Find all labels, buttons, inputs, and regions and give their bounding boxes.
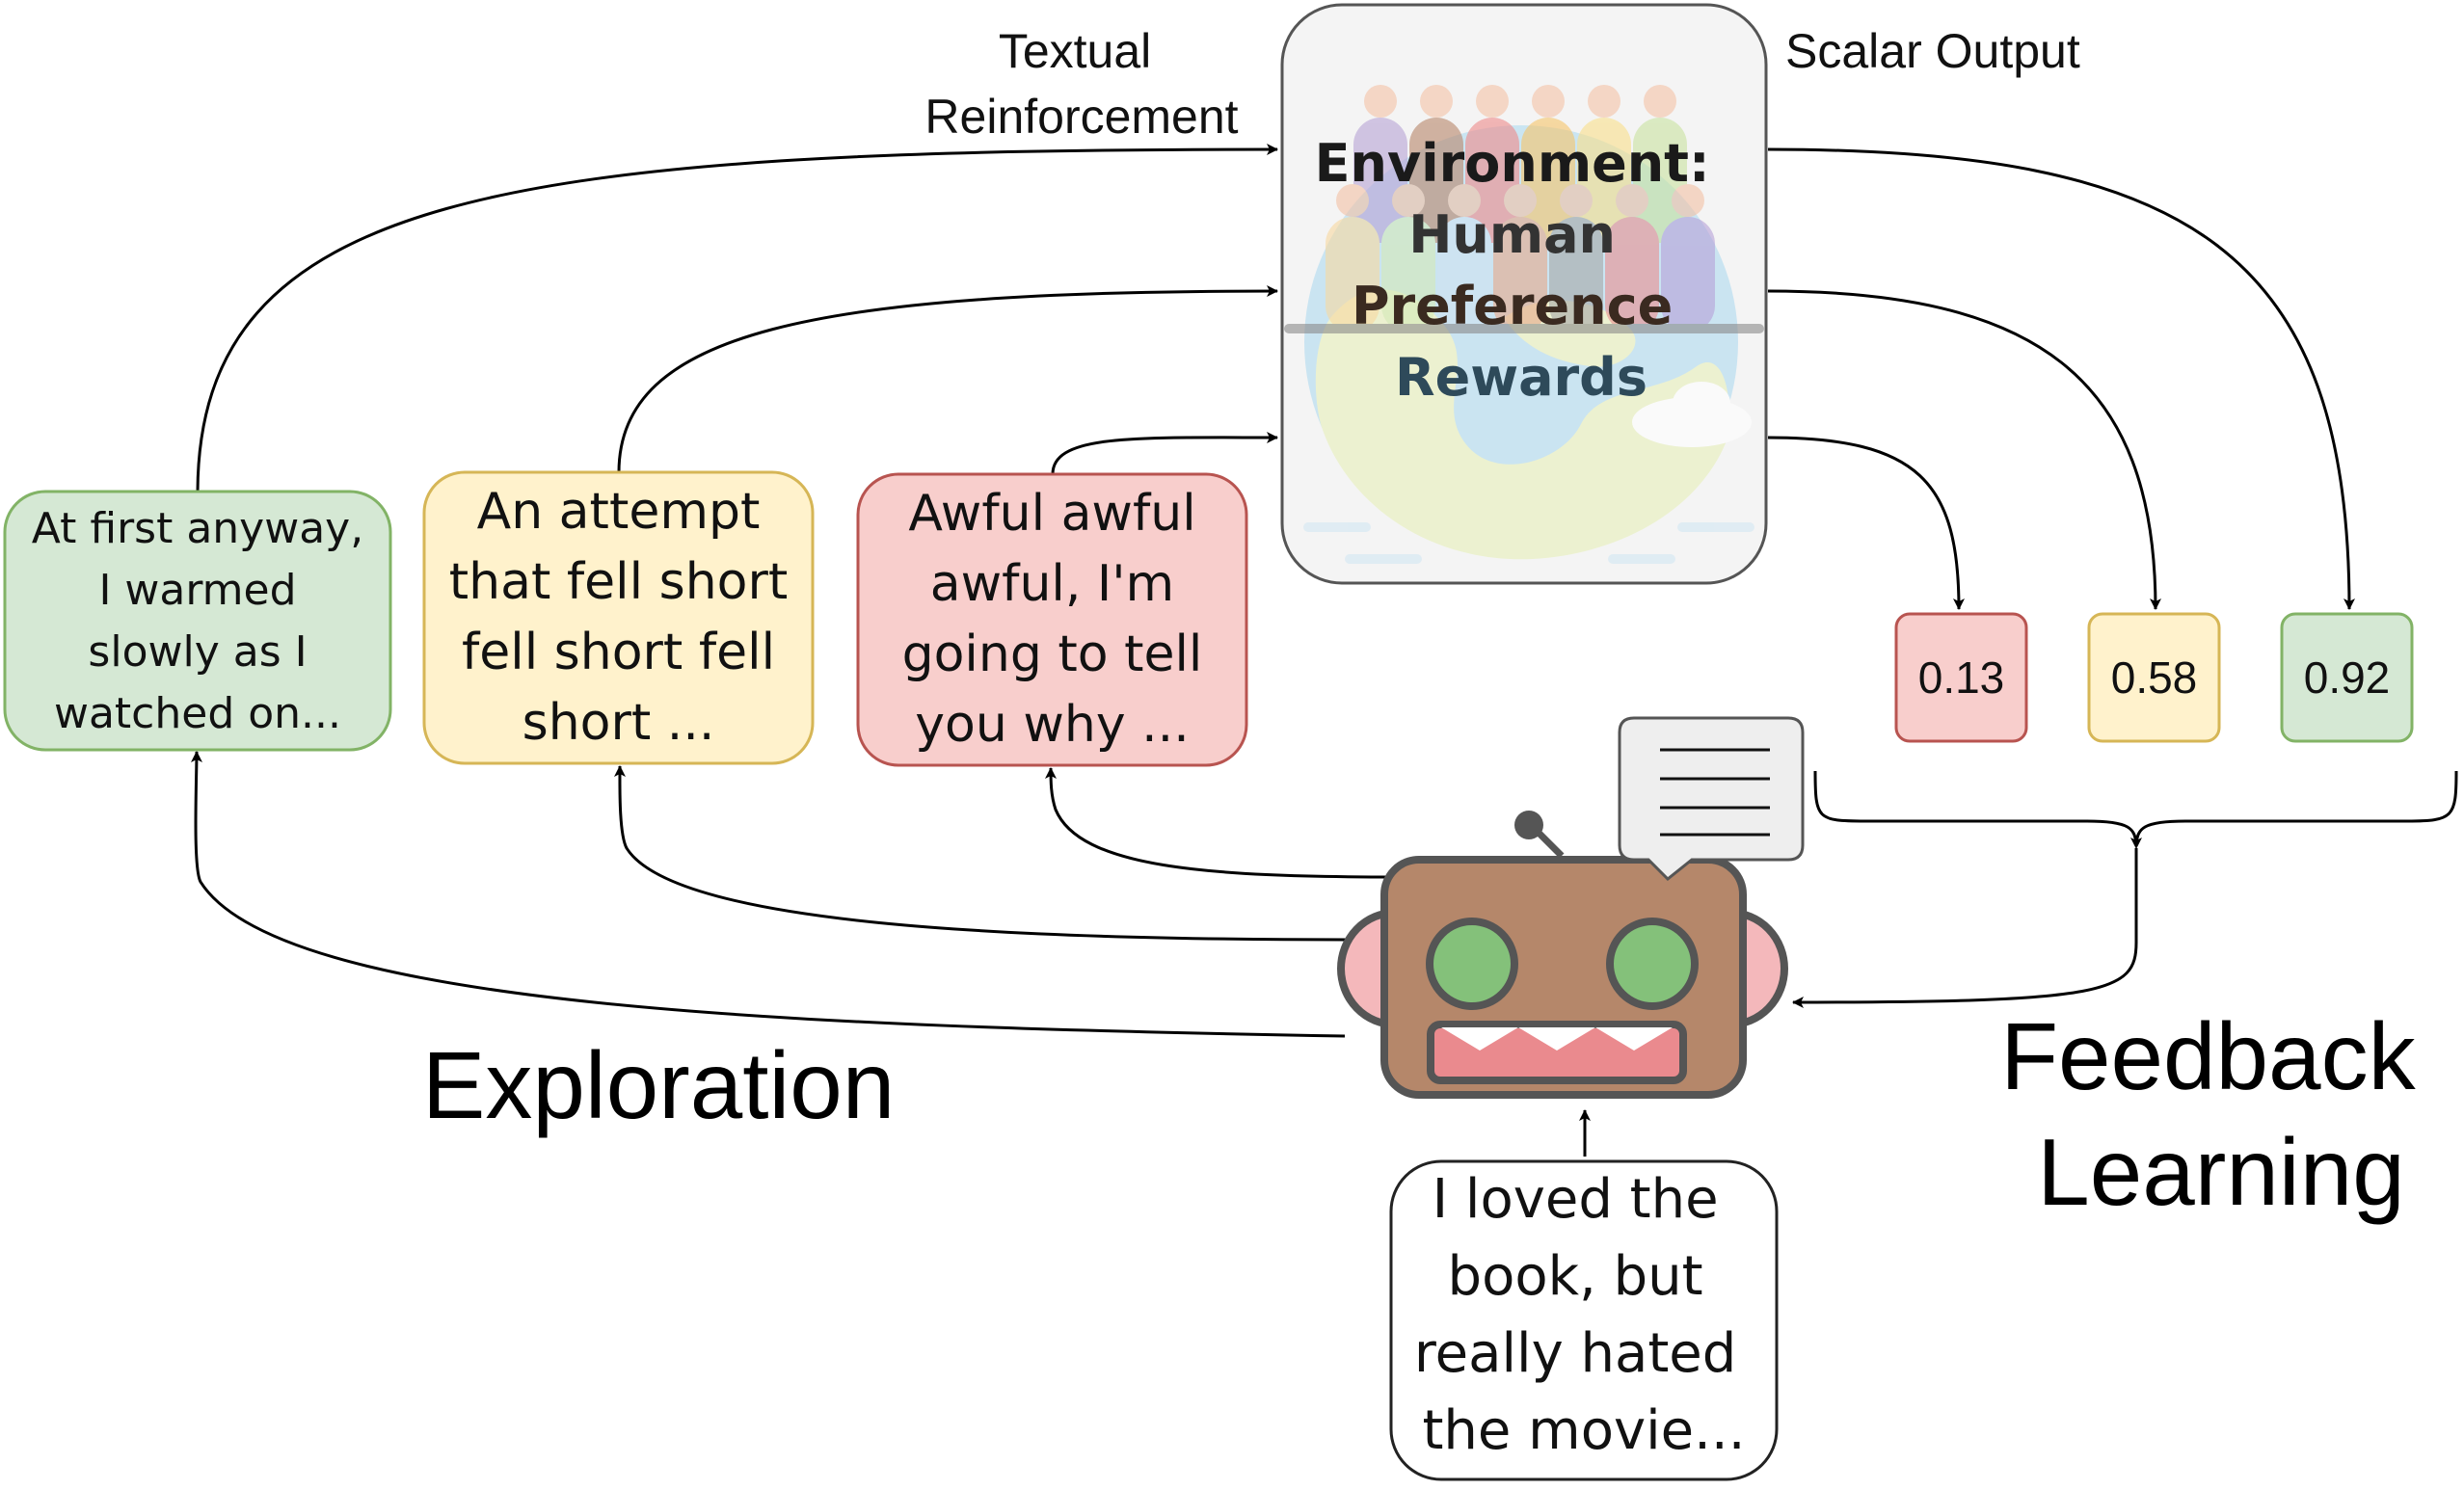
prompt-line: really hated xyxy=(1414,1322,1736,1385)
sample-line: I warmed xyxy=(98,566,296,615)
scalar-output-arrows xyxy=(1767,147,2355,610)
scalar-output-label: Scalar Output xyxy=(1785,24,2080,78)
speech-bubble-icon xyxy=(1618,716,1805,882)
sample-line: An attempt xyxy=(477,483,761,541)
score-box: 0.13 xyxy=(1894,612,2028,743)
exploration-arrows xyxy=(190,751,1399,1038)
textual-reinforcement-arrows xyxy=(196,144,1278,494)
score-boxes: 0.13 0.58 0.92 xyxy=(1894,612,2414,743)
score-box: 0.58 xyxy=(2087,612,2221,743)
sample-box: Awful awful awful, I'm going to tell you wh… xyxy=(856,472,1248,767)
sample-line: Awful awful xyxy=(908,485,1195,543)
sample-line: short ... xyxy=(522,694,715,752)
sample-line: fell short fell xyxy=(462,624,775,681)
score-box: 0.92 xyxy=(2280,612,2414,743)
environment-title-line4: Rewards xyxy=(1395,347,1647,408)
sample-line: At first anyway, xyxy=(32,504,363,553)
sample-box: An attempt that fell short fell short fell… xyxy=(422,470,815,765)
sample-box: At first anyway, I warmed slowly as I watch… xyxy=(3,490,392,752)
sample-line: watched on... xyxy=(54,689,341,738)
environment-box: Environment: Human Preference Rewards xyxy=(1280,3,1768,585)
score-value: 0.58 xyxy=(2111,652,2198,703)
prompt-line: the movie... xyxy=(1422,1399,1745,1462)
prompt-line: book, but xyxy=(1448,1245,1703,1308)
score-value: 0.92 xyxy=(2304,652,2391,703)
prompt-box: I loved the book, but really hated the m… xyxy=(1389,1159,1779,1481)
crowd-icon xyxy=(1284,85,1764,333)
sample-boxes: At first anyway, I warmed slowly as I watch… xyxy=(3,470,1248,767)
sample-line: you why ... xyxy=(915,696,1189,754)
environment-title-line1: Environment: xyxy=(1315,133,1710,194)
exploration-label: Exploration xyxy=(422,1032,895,1138)
sample-line: going to tell xyxy=(902,625,1203,683)
robot-icon xyxy=(1337,811,1788,1099)
environment-title-line3: Preference xyxy=(1352,276,1673,336)
svg-text:Environment: Human: Environment: Human Preference Rewards xyxy=(1315,133,1728,408)
score-value: 0.13 xyxy=(1918,652,2005,703)
feedback-learning-label: Feedback Learning xyxy=(2000,1003,2442,1225)
environment-title-line2: Human xyxy=(1408,204,1616,265)
sample-line: that fell short xyxy=(449,553,788,611)
prompt-line: I loved the xyxy=(1433,1168,1719,1231)
sample-line: slowly as I xyxy=(88,627,307,677)
svg-text:I loved the book, but: I loved the book, but really hated the m… xyxy=(1414,1168,1754,1462)
feedback-brace xyxy=(1792,770,2458,1008)
textual-reinforcement-label: Textual Reinforcement xyxy=(924,24,1238,144)
sample-line: awful, I'm xyxy=(930,555,1174,613)
